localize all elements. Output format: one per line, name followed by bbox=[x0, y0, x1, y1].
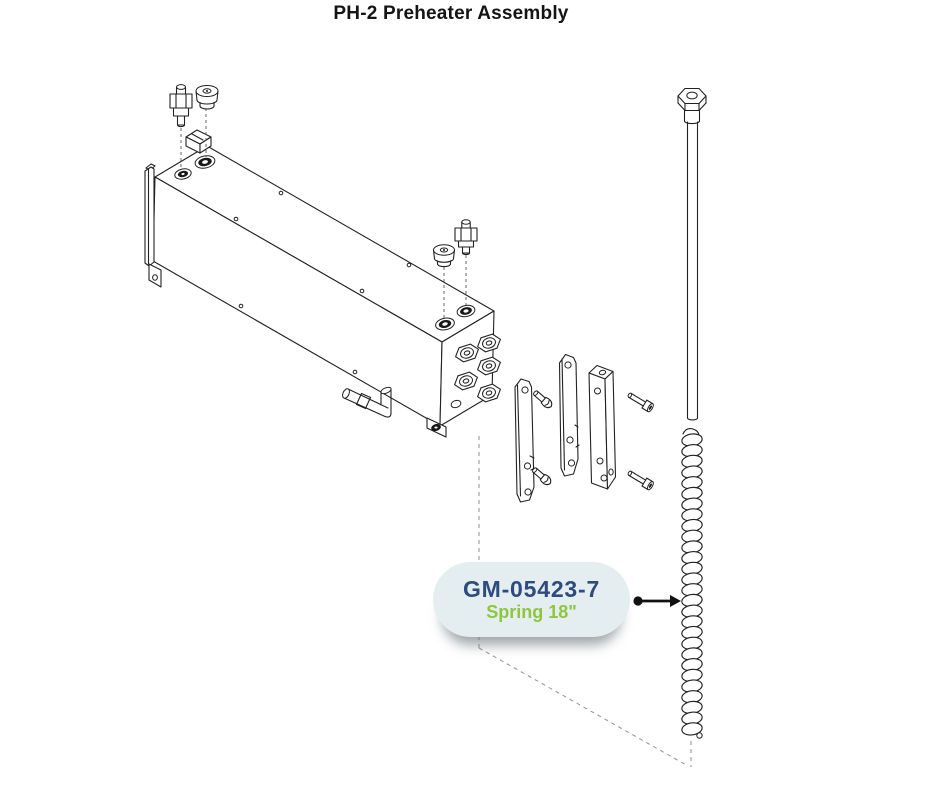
spring-drawing bbox=[681, 428, 703, 739]
heater-rod-drawing bbox=[677, 87, 707, 421]
fitting-leader-lines bbox=[180, 108, 467, 318]
preheater-body-drawing bbox=[152, 145, 495, 427]
callout-arrow bbox=[633, 595, 681, 607]
mounting-bracket-drawing bbox=[144, 163, 162, 288]
part-name-label: Spring 18" bbox=[486, 602, 577, 622]
screws-drawing bbox=[532, 390, 654, 491]
clamp-plate-2 bbox=[558, 353, 580, 477]
middle-fittings-drawing bbox=[432, 219, 478, 268]
elbow-fitting-drawing bbox=[342, 386, 392, 418]
part-callout: GM-05423-7 Spring 18" bbox=[433, 562, 630, 637]
end-face-hex-fittings-drawing bbox=[450, 333, 501, 409]
corner-foot-drawing bbox=[426, 417, 447, 438]
clamp-plate-3 bbox=[588, 364, 617, 490]
page-title: PH-2 Preheater Assembly bbox=[333, 3, 569, 24]
clamp-plate-1 bbox=[514, 378, 536, 503]
clamp-plates-drawing bbox=[514, 353, 617, 503]
part-number-label: GM-05423-7 bbox=[462, 576, 601, 602]
left-fittings-drawing bbox=[169, 84, 219, 128]
top-lug-drawing bbox=[185, 129, 212, 154]
